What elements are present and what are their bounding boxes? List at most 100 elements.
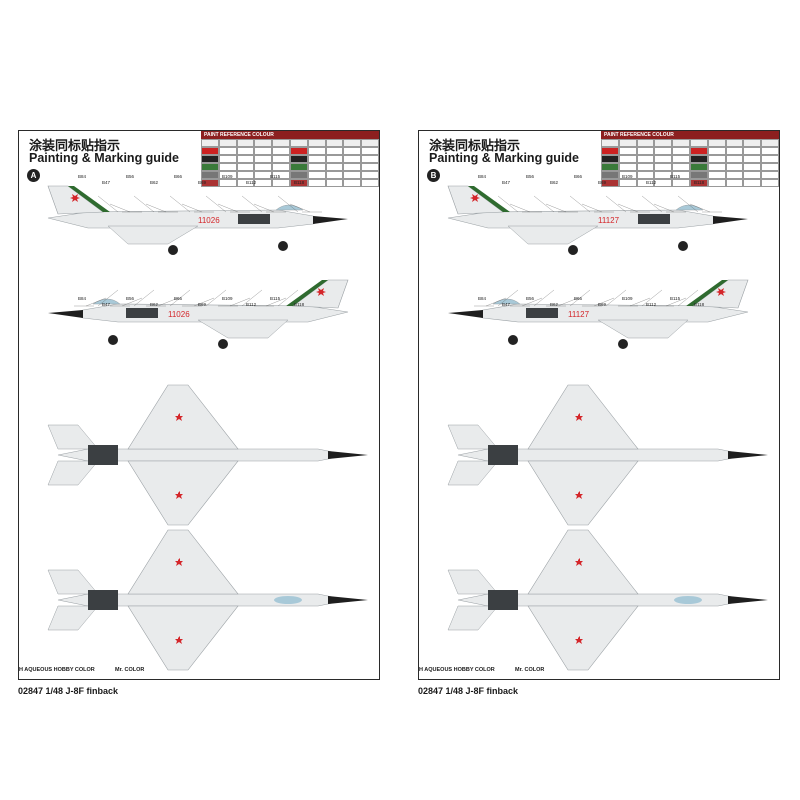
paint-table-cell [761,179,779,187]
paint-table-cell [307,171,326,179]
callout-label: B66 [174,296,183,301]
legend-mr-color: Mr. COLOR [115,667,145,673]
callout-label: B84 [478,174,487,179]
paint-table-cell [689,155,708,163]
callout-line [169,289,191,307]
tail-stripe [468,186,510,212]
paint-table-cell [343,155,362,163]
paint-table-cell [201,155,219,163]
callout-line [593,297,615,307]
nose-cone [728,451,768,459]
callout-label: B109 [622,174,633,179]
engine-nozzle [88,445,118,465]
paint-table-cell [618,139,637,147]
paint-table-cell [307,147,326,155]
paint-table-cell [201,139,219,147]
star-marking [175,636,183,644]
star-marking [575,558,583,566]
paint-table-cell [707,139,726,147]
stabilizer-right [447,605,499,631]
stabilizer-right [47,460,99,486]
wing-left [527,384,639,450]
nose-gear [108,335,118,345]
paint-table-cell [343,179,362,187]
scheme-badge: A [27,169,40,182]
paint-table-cell [743,171,762,179]
callout-line [205,195,227,213]
star-marking [575,491,583,499]
side-view: 11127 [448,279,749,349]
callout-label: B84 [78,174,87,179]
callout-label: B62 [550,302,559,307]
canopy [274,596,302,604]
callout-label: B47 [502,302,511,307]
callout-label: B47 [502,180,511,185]
paint-table-cell [272,179,290,187]
paint-table-cell [654,163,673,171]
callout-label: B66 [574,296,583,301]
stabilizer-left [47,569,99,595]
callout-label: B115 [270,296,281,301]
callout-line [641,195,663,213]
callout-label: B56 [126,296,135,301]
paint-table-cell [689,163,708,171]
paint-table-cell [707,163,726,171]
callout-label: B66 [174,174,183,179]
star-marking [575,636,583,644]
paint-table-cell [236,139,255,147]
callout-label: B47 [102,302,111,307]
callout-label: B109 [222,174,233,179]
paint-table-cell [707,155,726,163]
paint-table-cell [743,163,762,171]
callout-line [229,297,251,307]
wing [507,225,599,245]
paint-table-cell [636,179,655,187]
paint-table-cell [689,147,708,155]
air-intake [638,214,670,224]
paint-table-cell [725,171,744,179]
paint-table-cell [601,163,619,171]
side-view: 11026 [48,279,349,349]
paint-table-cell [636,163,655,171]
paint-table-cell [254,155,273,163]
callout-label: B69 [598,302,607,307]
paint-table-cell [672,179,690,187]
callout-line [605,289,627,307]
paint-table-cell [289,179,308,187]
star-marking [316,288,326,296]
nose-cone [313,216,348,224]
callout-line [109,203,131,213]
nose-cone [713,216,748,224]
paint-table-cell [343,139,362,147]
title-chinese: 涂装同标贴指示 [29,138,121,153]
callout-line [133,195,155,213]
paint-reference-table: PAINT REFERENCE COLOUR [601,131,779,187]
paint-table-cell [725,147,744,155]
title-english: Painting & Marking guide [429,151,580,165]
callout-label: B56 [526,174,535,179]
paint-table-cell [201,163,219,171]
nose-gear [678,241,688,251]
paint-table-cell [254,139,273,147]
paint-table-cell [254,171,273,179]
callout-label: B62 [150,180,159,185]
callout-line [665,297,687,307]
callout-line [629,297,651,307]
paint-table-cell [272,139,290,147]
paint-table-cell [218,179,237,187]
title-chinese: 涂装同标贴指示 [429,138,521,153]
stabilizer-left [47,424,99,450]
callout-line [157,297,179,307]
paint-table-cell [361,147,379,155]
serial-number: 11026 [168,310,190,319]
nose-cone [48,310,83,318]
engine-nozzle [488,445,518,465]
callout-line [509,203,531,213]
paint-table-cell [272,147,290,155]
paint-table-cell [689,171,708,179]
callout-line [569,195,591,213]
paint-table-cell [601,179,619,187]
main-gear [568,245,578,255]
wing [107,225,199,245]
paint-table-cell [672,155,690,163]
